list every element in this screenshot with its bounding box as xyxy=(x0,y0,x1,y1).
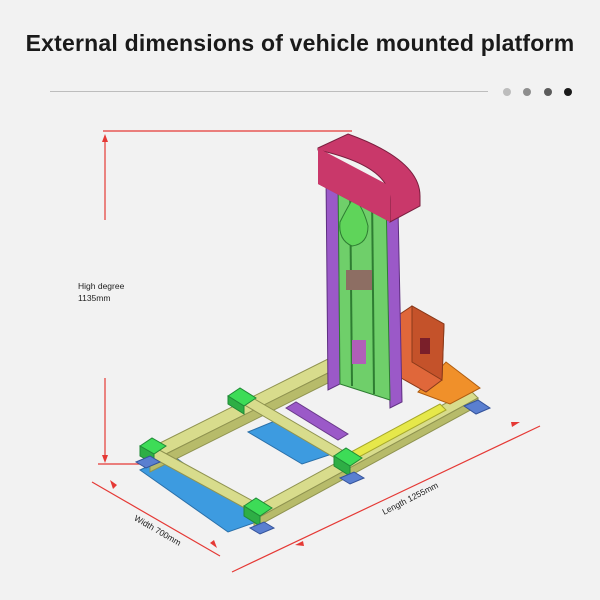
mast-rail-line-2 xyxy=(371,191,375,395)
green-clamp-center xyxy=(333,447,363,477)
control-panel-indicator xyxy=(420,338,430,354)
pulley-hook xyxy=(339,199,369,247)
carousel-dot-3[interactable] xyxy=(543,88,552,96)
foot-center xyxy=(338,471,366,485)
title-divider xyxy=(50,91,488,92)
carousel-dots xyxy=(503,88,580,97)
carousel-dot-1[interactable] xyxy=(503,88,511,96)
green-clamp-mid xyxy=(227,387,257,415)
purple-cross-bar xyxy=(285,401,349,441)
top-cover-side xyxy=(318,148,390,222)
height-value-text: 1135mm xyxy=(78,293,111,303)
height-dimension xyxy=(98,130,352,465)
page-title: External dimensions of vehicle mounted p… xyxy=(25,30,575,56)
height-label-text: High degree xyxy=(78,281,125,291)
foot-front-right xyxy=(248,521,276,535)
length-dimension xyxy=(231,422,541,573)
mast-carriage xyxy=(346,270,372,290)
mast-carriage-plate xyxy=(352,340,366,364)
top-cover-top xyxy=(317,133,421,223)
carousel-dot-4[interactable] xyxy=(564,88,573,96)
green-clamp-front-right xyxy=(243,497,273,527)
width-dimension xyxy=(91,480,221,557)
foot-rear-right xyxy=(462,399,492,415)
foot-front-left xyxy=(134,455,162,469)
height-label: High degree 1135mm xyxy=(78,280,124,304)
carousel-dot-2[interactable] xyxy=(523,88,532,96)
